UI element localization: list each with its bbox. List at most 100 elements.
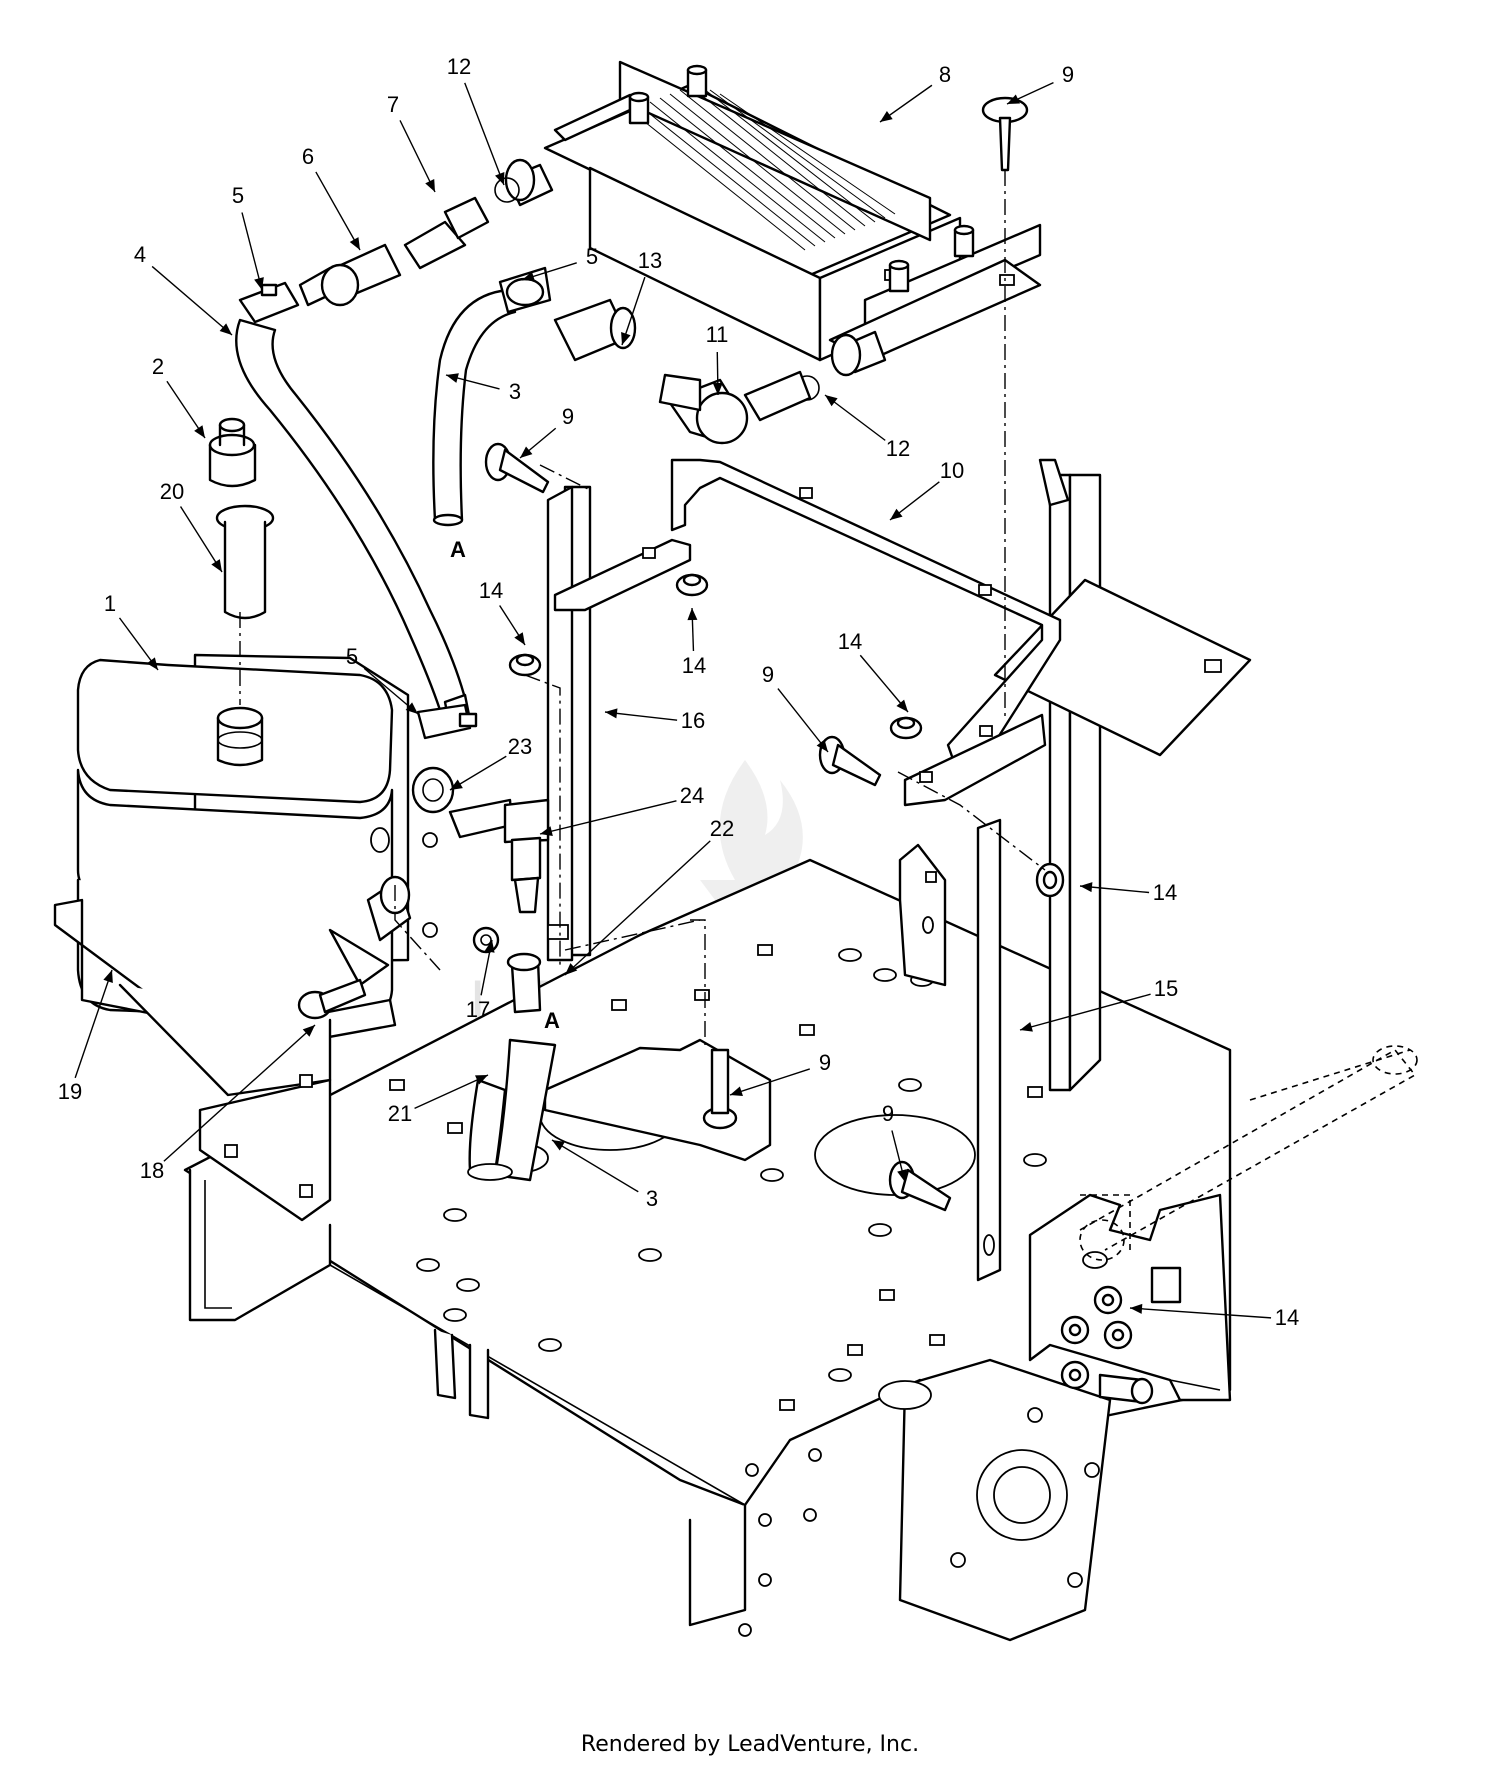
leader-c14c: [859, 654, 909, 713]
deck-holes: [389, 944, 1047, 1411]
base-frame: [183, 458, 1252, 1642]
leader-c24: [539, 800, 677, 835]
callout-c19: 19: [58, 1079, 82, 1104]
reservoir-1: [53, 653, 438, 1222]
arrowhead-c14a: [514, 632, 525, 645]
actuator-ghost: [1079, 1045, 1418, 1261]
carriage-bolt-9-top: [981, 96, 1029, 172]
leader-lines: [74, 82, 1272, 1319]
callout-c14e: 14: [1275, 1305, 1299, 1330]
arrowhead-c9b: [520, 446, 533, 458]
callout-c14c: 14: [838, 629, 862, 654]
leader-c4: [151, 265, 233, 336]
flange-nuts: [508, 573, 1065, 898]
leader-c9c: [777, 688, 829, 753]
oil-cooler-8: [504, 60, 1042, 377]
leader-c18: [163, 1024, 316, 1162]
callout-c7: 7: [387, 92, 399, 117]
callout-c12b: 12: [886, 436, 910, 461]
rear-bracket: [1028, 1193, 1232, 1405]
callout-c18: 18: [140, 1158, 164, 1183]
callout-c12a: 12: [447, 54, 471, 79]
arrowhead-c12b: [825, 395, 838, 407]
arrowhead-c6: [349, 237, 360, 250]
callout-c15: 15: [1154, 976, 1178, 1001]
lower-fittings: [411, 766, 550, 1014]
hoses: [235, 288, 557, 1182]
arrowhead-c10: [890, 508, 903, 520]
arrowhead-c9d: [730, 1086, 743, 1097]
callout-c22: 22: [710, 816, 734, 841]
callout-c14a: 14: [479, 578, 503, 603]
callout-c4: 4: [134, 242, 146, 267]
fittings: [298, 177, 820, 445]
leader-c22: [564, 840, 711, 976]
arrowhead-c5c: [405, 702, 418, 714]
callout-c11: 11: [706, 322, 729, 347]
arrowhead-c14d: [1080, 882, 1093, 893]
callout-c9d: 9: [819, 1050, 831, 1075]
arrowhead-c2: [194, 425, 205, 438]
leader-c9d: [729, 1068, 811, 1096]
leader-c3b: [551, 1139, 639, 1193]
arrowhead-c19: [103, 970, 113, 983]
leader-c12a: [464, 82, 505, 186]
ref-refA1: A: [450, 537, 466, 562]
arrowhead-c9c: [816, 739, 828, 752]
arrowhead-c16: [605, 708, 618, 719]
arrowhead-c15: [1020, 1022, 1033, 1032]
arrowhead-c18: [302, 1025, 315, 1037]
callout-c14d: 14: [1153, 880, 1177, 905]
hose-clamps: [238, 266, 552, 740]
callout-c14b: 14: [682, 653, 706, 678]
callout-c24: 24: [680, 783, 704, 808]
leader-c12b: [824, 394, 886, 441]
arrowhead-c14e: [1130, 1303, 1143, 1314]
tray-10: [553, 458, 1062, 807]
callout-c5b: 5: [586, 244, 598, 269]
cooler-fins: [629, 85, 896, 251]
arrowhead-c14c: [896, 699, 908, 712]
leader-c19: [74, 969, 113, 1079]
arrowhead-c22: [565, 963, 578, 975]
callout-c9b: 9: [562, 404, 574, 429]
callout-c17: 17: [466, 997, 490, 1022]
arrowhead-c11: [712, 382, 723, 395]
callout-c5a: 5: [232, 183, 244, 208]
callout-c9c: 9: [762, 662, 774, 687]
arrowhead-c17: [484, 940, 495, 953]
callout-c8: 8: [939, 62, 951, 87]
callout-c21: 21: [388, 1101, 412, 1126]
callout-c10: 10: [940, 458, 964, 483]
leader-c14e: [1129, 1307, 1272, 1319]
footer-credit: Rendered by LeadVenture, Inc.: [580, 1732, 920, 1757]
center-lines: [239, 170, 1046, 1045]
callout-c16: 16: [681, 708, 705, 733]
callout-c13: 13: [638, 248, 662, 273]
callout-c9a: 9: [1062, 62, 1074, 87]
arrowhead-c12a: [495, 172, 505, 185]
arrowhead-c8: [880, 110, 893, 122]
arrowhead-c9e: [897, 1169, 907, 1182]
callout-c6: 6: [302, 144, 314, 169]
arrowhead-c3a: [446, 373, 459, 383]
callout-c9e: 9: [882, 1101, 894, 1126]
arrowhead-c21: [475, 1075, 488, 1085]
leader-c6: [315, 171, 361, 251]
upright-15: [898, 818, 1002, 1282]
leader-c5a: [241, 212, 263, 291]
callout-c3a: 3: [509, 379, 521, 404]
arrowhead-c23: [450, 779, 463, 790]
arrowhead-c5a: [254, 277, 264, 290]
leader-c7: [399, 120, 436, 193]
arrowhead-c9a: [1007, 94, 1020, 104]
arrowhead-c3b: [552, 1140, 565, 1151]
arrowhead-c1: [146, 657, 158, 670]
arrowhead-c14b: [687, 608, 698, 621]
callout-c23: 23: [508, 734, 532, 759]
leader-c21: [414, 1074, 489, 1110]
arrowhead-c24: [540, 826, 553, 837]
callout-c2: 2: [152, 354, 164, 379]
